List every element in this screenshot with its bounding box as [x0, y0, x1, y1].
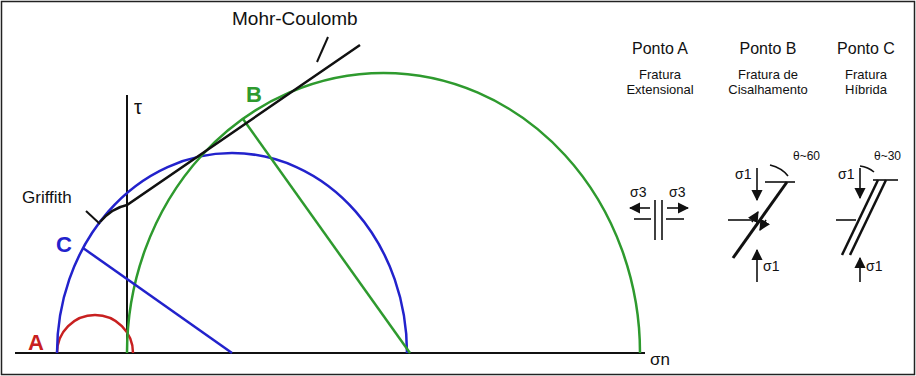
mohr-circle-a	[57, 315, 133, 353]
stress-label: σ1	[735, 166, 751, 182]
leader-line	[86, 211, 100, 224]
radius-b	[243, 119, 410, 353]
column-heading: Ponto B	[740, 40, 797, 58]
axis-label: τ	[134, 96, 142, 119]
column-heading: Ponto A	[632, 40, 688, 58]
failure-envelope	[100, 45, 360, 222]
envelope-name: Griffith	[22, 188, 72, 208]
hybrid-symbol	[836, 166, 898, 282]
angle-label: θ~60	[793, 150, 820, 164]
fracture-type: Fratura de Cisalhamento	[718, 68, 818, 98]
envelope-name: Mohr-Coulomb	[232, 8, 358, 30]
stress-label: σ1	[838, 166, 854, 182]
column-heading: Ponto C	[837, 40, 895, 58]
stress-label: σ1	[763, 258, 779, 274]
point-label: A	[28, 330, 44, 355]
stress-label: σ3	[669, 184, 685, 200]
point-label: C	[56, 232, 72, 257]
axis-label: σn	[650, 350, 670, 370]
angle-label: θ~30	[874, 150, 901, 164]
sigma-axis	[15, 352, 645, 354]
fracture-type: Fratura Extensional	[615, 68, 705, 98]
leader-line	[317, 37, 328, 62]
stress-label: σ3	[630, 184, 646, 200]
fracture-type: Fratura Híbrida	[831, 68, 901, 98]
stress-label: σ1	[866, 258, 882, 274]
radius-c	[83, 248, 232, 353]
point-label: B	[246, 82, 262, 107]
mohr-circle-c	[57, 153, 407, 353]
shear-symbol	[728, 165, 795, 282]
extensional-symbol	[630, 200, 688, 240]
tau-axis	[126, 95, 128, 353]
mohr-circle-b	[127, 73, 640, 353]
